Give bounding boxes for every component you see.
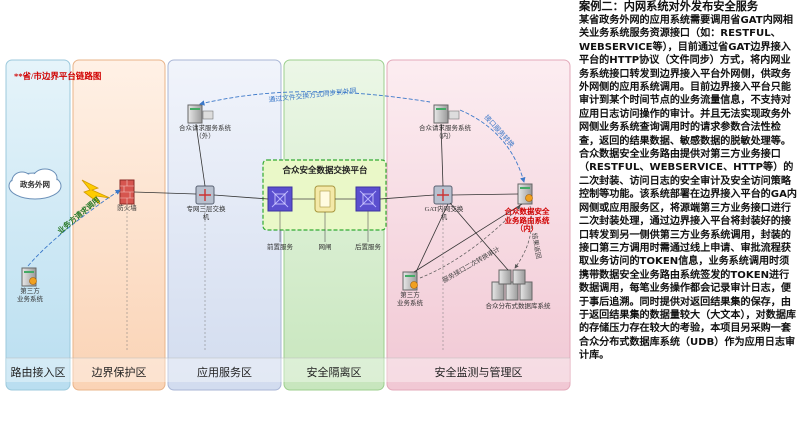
diagram-canvas xyxy=(5,59,571,391)
zone-border xyxy=(72,59,166,391)
switch-outer-label: 专网三层交换机 xyxy=(186,206,226,221)
front-server-icon xyxy=(267,186,293,212)
zone-label-border: 边界保护区 xyxy=(91,367,147,379)
zone-internet xyxy=(5,59,71,391)
third-party-left-server-icon xyxy=(21,267,37,287)
case-paragraph-2: 合众数据安全业务路由提供对第三方业务接口（RESTFUL、WEBSERVICE、… xyxy=(579,149,797,362)
case-paragraph-1: 某省政务外网的应用系统需要调用省GAT内网相关业务系统服务资源接口（如：REST… xyxy=(579,15,793,147)
flow-interface-audit xyxy=(419,205,521,279)
third-party-left-label: 第三方 业务系统 xyxy=(17,288,43,303)
network-links xyxy=(133,123,523,273)
flow-sync xyxy=(199,91,431,106)
back-server-icon xyxy=(355,186,381,212)
zone-label-monitor: 安全监测与管理区 xyxy=(434,367,523,379)
platform-title: 合众安全数据交换平台 xyxy=(282,165,368,175)
gate-icon xyxy=(314,185,336,213)
lightning-icon xyxy=(81,179,111,205)
front-server-label: 前置服务 xyxy=(267,244,293,251)
cloud-icon xyxy=(8,168,62,200)
back-server-label: 后置服务 xyxy=(355,244,381,251)
firewall-icon xyxy=(119,179,135,205)
case-title: 案例二：内网系统对外发布安全服务 xyxy=(579,0,759,13)
case-description: 案例二：内网系统对外发布安全服务 某省政务外网的应用系统需要调用省GAT内网相关… xyxy=(579,0,799,363)
header-link-title: **省/市边界平台链路图 xyxy=(14,71,102,81)
distributed-db-icon xyxy=(491,269,533,301)
request-server-outer-icon xyxy=(187,104,214,124)
zone-label-isolation: 安全隔离区 xyxy=(306,367,362,379)
zone-label-app: 应用服务区 xyxy=(197,367,252,379)
request-server-outer-label: 合众请求服务系统 （外） xyxy=(179,125,231,140)
switch-outer-icon xyxy=(195,185,215,205)
third-party-right-label: 第三方 业务系统 xyxy=(397,292,423,307)
gate-label: 网闸 xyxy=(318,244,332,251)
network-diagram: **省/市边界平台链路图 合众安全数据交换平台 前置服务 网闸 后置服务 政务外… xyxy=(5,59,571,391)
zone-label-internet: 路由接入区 xyxy=(10,367,66,379)
zone-monitor xyxy=(386,59,571,391)
gat-switch-label: GAT内网交换机 xyxy=(424,206,464,221)
firewall-label: 防火墙 xyxy=(117,205,137,212)
gat-switch-icon xyxy=(433,185,453,205)
flow-result-return xyxy=(514,205,532,269)
router-inner-server-icon xyxy=(517,183,533,205)
request-server-inner-icon xyxy=(433,104,460,124)
distributed-db-label: 合众分布式数据库系统 xyxy=(485,303,551,310)
flow-interface-forward xyxy=(459,109,526,183)
cloud-label: 政务外网 xyxy=(20,180,50,189)
router-inner-label: 合众数据安全 业务路由系统 （内） xyxy=(504,207,550,233)
third-party-right-server-icon xyxy=(402,271,418,291)
request-server-inner-label: 合众请求服务系统 （内） xyxy=(419,125,471,140)
